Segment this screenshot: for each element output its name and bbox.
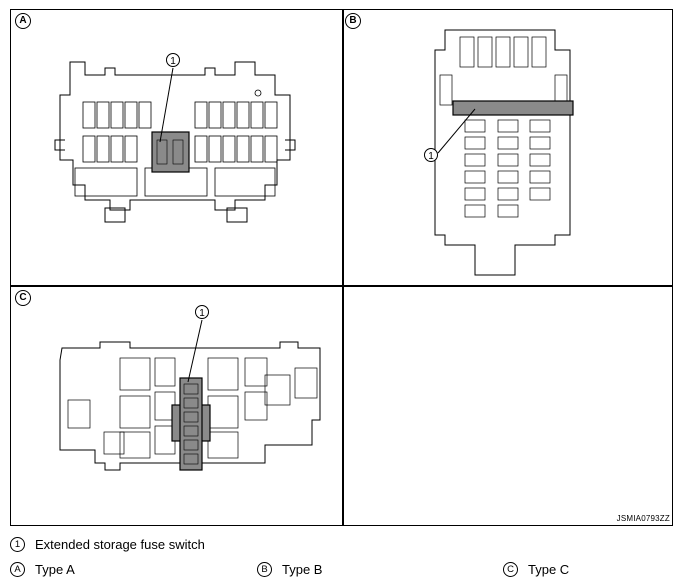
legend-marker-1: 1 [10, 537, 25, 553]
panel-c-fuse-block: 1 [59, 305, 321, 471]
legend-type-c: C Type C [503, 561, 570, 578]
panel-c-label: C [15, 290, 31, 306]
legend-text-1: Extended storage fuse switch [35, 537, 205, 553]
legend-text-c: Type C [528, 562, 570, 578]
legend-text-b: Type B [282, 562, 323, 578]
diagram-frame [10, 9, 673, 526]
legend-marker-b: B [257, 562, 272, 578]
figure-code: JSMIA0793ZZ [616, 514, 670, 523]
panel-b-fuse-block: 1 [424, 29, 574, 276]
legend-type-b: B Type B [257, 561, 323, 578]
legend-type-a: A Type A [10, 561, 75, 578]
panel-b-callout: 1 [428, 151, 434, 162]
vertical-divider [342, 9, 344, 526]
legend-marker-c: C [503, 562, 518, 578]
panel-a-callout: 1 [170, 56, 176, 67]
panel-b-label: B [345, 13, 361, 29]
panel-c-callout: 1 [199, 308, 205, 319]
panel-a-label: A [15, 13, 31, 29]
legend-text-a: Type A [35, 562, 75, 578]
legend-marker-a: A [10, 562, 25, 578]
horizontal-divider [10, 285, 673, 287]
legend-item-1: 1 Extended storage fuse switch [10, 536, 205, 553]
panel-a-fuse-block: 1 [54, 53, 296, 223]
